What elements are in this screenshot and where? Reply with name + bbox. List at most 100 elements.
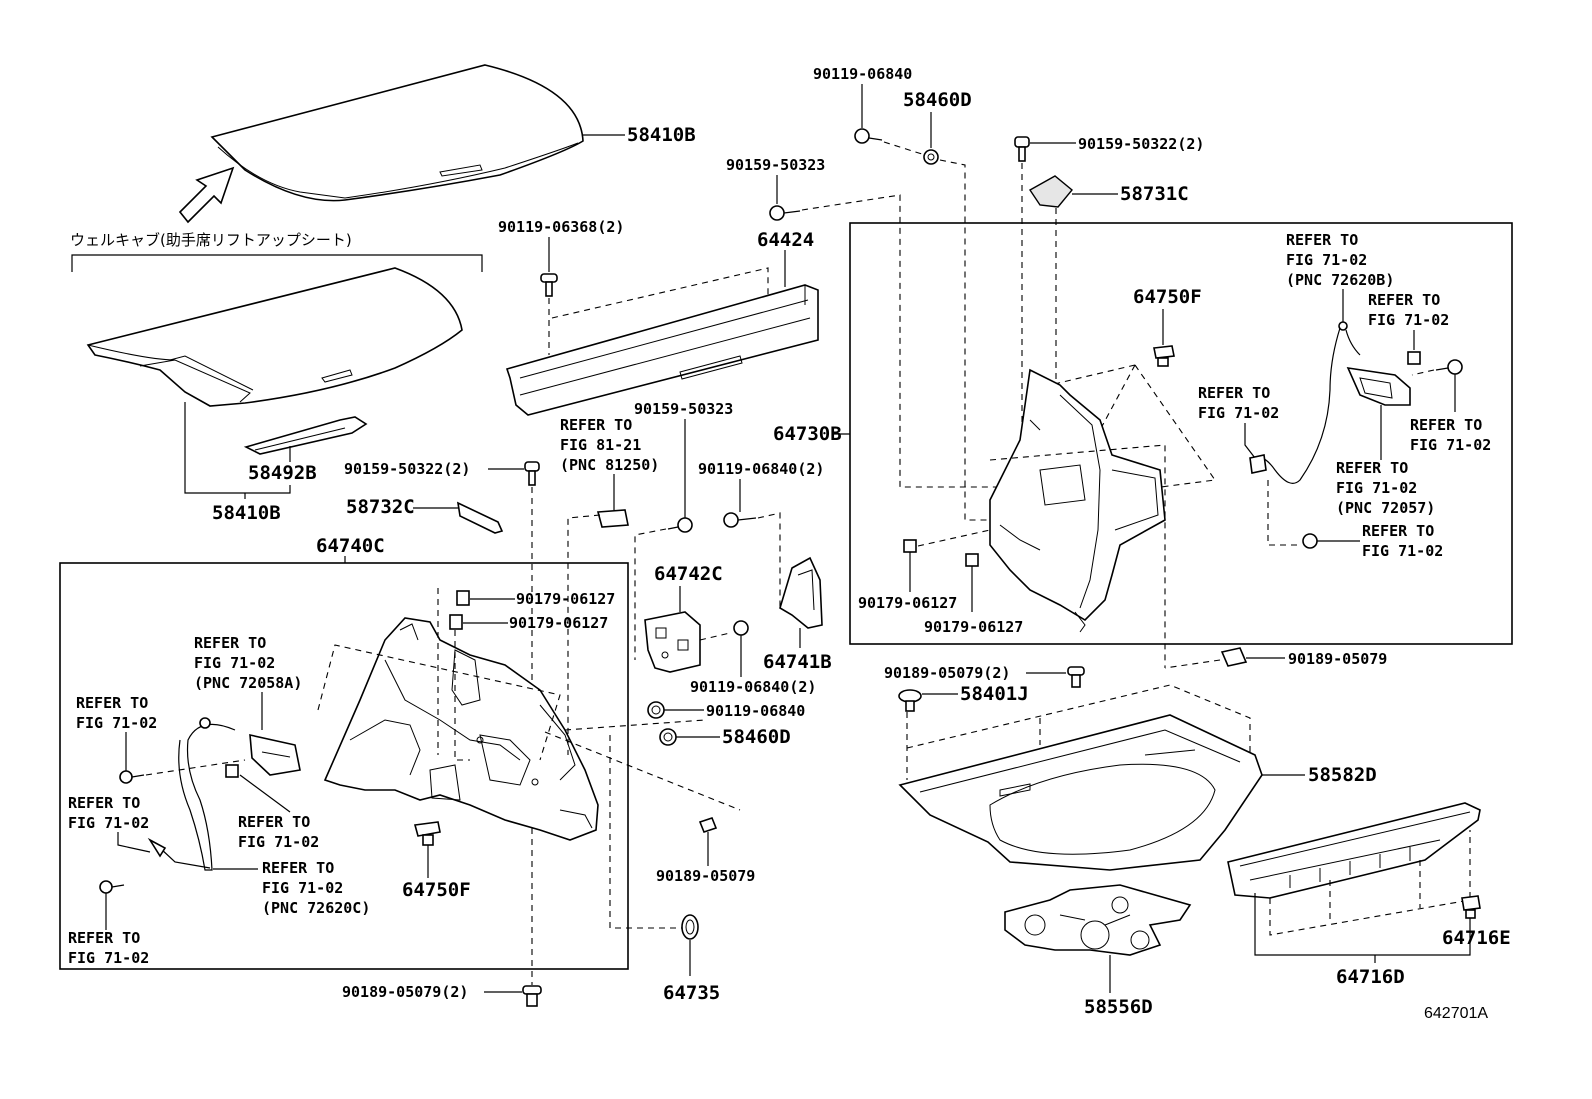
deck-board-58582d (898, 714, 1263, 871)
part-58492b (243, 416, 368, 455)
bolt-90119-06840-mid (723, 512, 757, 528)
label-90189-05079-2-bottom: 90189-05079(2) (342, 983, 468, 1001)
ref-r3-line2: FIG 71-02 (1198, 404, 1279, 422)
label-90119-06368: 90119-06368(2) (498, 218, 624, 236)
ref-r1-line2: FIG 71-02 (1368, 311, 1449, 329)
cap-58731c (1028, 175, 1073, 208)
tool-tray-58556d (1004, 884, 1192, 956)
label-64750f-top: 64750F (1133, 286, 1202, 308)
clip-mid-left (225, 764, 239, 778)
tonneau-cover-upper (178, 64, 584, 224)
label-90119-06840-2-mid: 90119-06840(2) (698, 460, 824, 478)
screw-left1 (119, 770, 145, 784)
label-58556d: 58556D (1084, 996, 1153, 1018)
ref-72057-line2: FIG 71-02 (1336, 479, 1417, 497)
part-58732c (456, 501, 504, 534)
connector-81250 (596, 509, 629, 528)
label-64716d: 64716D (1336, 966, 1405, 988)
label-58410b-top: 58410B (627, 124, 696, 146)
bolt-90119-06840-top (854, 128, 883, 144)
ref-72620b-line2: FIG 71-02 (1286, 251, 1367, 269)
screw-left3 (99, 880, 125, 894)
clip-90179-06127-a (456, 590, 470, 606)
label-64740c: 64740C (316, 535, 385, 557)
ref-left3-line1: REFER TO (68, 929, 140, 947)
label-58410b-bottom: 58410B (212, 502, 281, 524)
clip-90179-06127-d (965, 553, 979, 567)
ref-r4-line2: FIG 71-02 (1362, 542, 1443, 560)
ref-left2-line2: FIG 71-02 (68, 814, 149, 832)
label-58582d: 58582D (1308, 764, 1377, 786)
clip-r3 (1249, 454, 1267, 474)
clip-90189-05079-bottom (522, 985, 542, 1007)
quarter-trim-panel-left (323, 617, 599, 841)
label-90189-05079-right: 90189-05079 (1288, 650, 1387, 668)
clip-90159-50323-mid (667, 517, 693, 533)
ref-72057-line1: REFER TO (1336, 459, 1408, 477)
label-64716e: 64716E (1442, 927, 1511, 949)
label-welcab: ウェルキャブ(助手席リフトアップシート) (70, 231, 352, 249)
clip-58401j (898, 689, 922, 712)
ref-left1-line1: REFER TO (76, 694, 148, 712)
label-90189-05079-mid: 90189-05079 (656, 867, 755, 885)
lamp-72058a (249, 733, 301, 776)
label-58401j: 58401J (960, 683, 1029, 705)
ref-72620c-line2: FIG 71-02 (262, 879, 343, 897)
ref-r4-line1: REFER TO (1362, 522, 1434, 540)
clip-90159-50322-left (524, 461, 540, 486)
nut-58460d-low (659, 728, 677, 746)
label-58460d-top: 58460D (903, 89, 972, 111)
label-90119-06840-low: 90119-06840 (706, 702, 805, 720)
screw-r2 (1435, 359, 1463, 375)
screw-r4 (1302, 533, 1360, 549)
clip-64750f-top (1153, 345, 1175, 367)
ref-72620b-line3: (PNC 72620B) (1286, 271, 1394, 289)
ref-72058a-line3: (PNC 72058A) (194, 674, 302, 692)
label-90119-06840-2-low: 90119-06840(2) (690, 678, 816, 696)
clip-r1 (1407, 351, 1421, 365)
figure-id: 642701A (1424, 1005, 1488, 1022)
label-90179-06127-a: 90179-06127 (516, 590, 615, 608)
tonneau-cover-lower (86, 267, 463, 407)
label-64424: 64424 (757, 229, 814, 251)
bolt-90119-06368 (540, 273, 558, 297)
label-64730b: 64730B (773, 423, 842, 445)
clip-90179-06127-c (903, 539, 917, 553)
ref-72620c-line3: (PNC 72620C) (262, 899, 370, 917)
label-58732c: 58732C (346, 496, 415, 518)
label-90189-05079-2-right: 90189-05079(2) (884, 664, 1010, 682)
ref-72058a-line2: FIG 71-02 (194, 654, 275, 672)
label-58731c: 58731C (1120, 183, 1189, 205)
quarter-trim-panel-right (989, 368, 1166, 633)
bolt-90119-06840-low2 (733, 620, 749, 648)
label-90179-06127-d: 90179-06127 (924, 618, 1023, 636)
clip-90189-05079-mid (698, 817, 718, 833)
ref-left1-line2: FIG 71-02 (76, 714, 157, 732)
ref-mid-line1: REFER TO (238, 813, 310, 831)
label-90179-06127-b: 90179-06127 (509, 614, 608, 632)
ref-72058a-line1: REFER TO (194, 634, 266, 652)
label-64750f-low: 64750F (402, 879, 471, 901)
clip-90189-05079-right (1220, 647, 1248, 667)
label-90159-50323-mid: 90159-50323 (634, 400, 733, 418)
bracket-64742c (644, 611, 701, 673)
label-90179-06127-c: 90179-06127 (858, 594, 957, 612)
scuff-plate-64716d (1227, 802, 1481, 899)
ref-81-21-line3: (PNC 81250) (560, 456, 659, 474)
label-90159-50322-right: 90159-50322(2) (1078, 135, 1204, 153)
nut-58460d-top (923, 149, 939, 165)
label-64742c: 64742C (654, 563, 723, 585)
ref-mid-line2: FIG 71-02 (238, 833, 319, 851)
ref-left3-line2: FIG 71-02 (68, 949, 149, 967)
ref-r2-line2: FIG 71-02 (1410, 436, 1491, 454)
bracket-64741b (779, 556, 823, 629)
bolt-90119-06840-low (647, 701, 665, 719)
ref-72057-line3: (PNC 72057) (1336, 499, 1435, 517)
label-58492b: 58492B (248, 462, 317, 484)
ref-81-21-line1: REFER TO (560, 416, 632, 434)
group-box-64740c (59, 562, 629, 970)
ref-left2-line1: REFER TO (68, 794, 140, 812)
ref-r1-line1: REFER TO (1368, 291, 1440, 309)
clip-90189-05079-right-2 (1067, 666, 1085, 688)
